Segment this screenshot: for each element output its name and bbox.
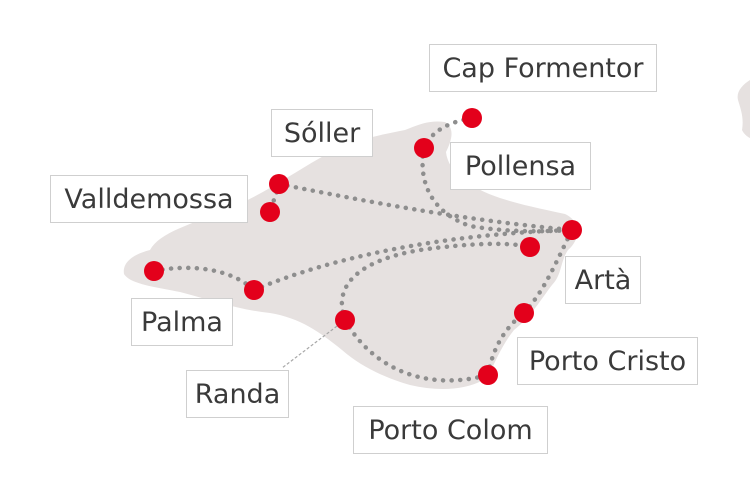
route-soller-arta bbox=[276, 181, 575, 233]
routes bbox=[151, 115, 575, 383]
randa-leader-line bbox=[281, 319, 346, 369]
marker-pollensa[interactable] bbox=[414, 138, 434, 158]
marker-cap-formentor[interactable] bbox=[462, 108, 482, 128]
label-valldemossa[interactable]: Valldemossa bbox=[50, 175, 248, 223]
route-pollensa-south bbox=[420, 145, 575, 234]
marker-porto-colom[interactable] bbox=[478, 365, 498, 385]
label-randa[interactable]: Randa bbox=[186, 370, 289, 418]
label-cap-formentor-text: Cap Formentor bbox=[442, 52, 644, 84]
menorca-island-edge bbox=[737, 80, 750, 138]
label-cap-formentor[interactable]: Cap Formentor bbox=[429, 44, 657, 92]
label-palma-text: Palma bbox=[141, 306, 223, 338]
label-porto-cristo-text: Porto Cristo bbox=[528, 345, 687, 377]
marker-palma-west[interactable] bbox=[144, 261, 164, 281]
label-soller[interactable]: Sóller bbox=[271, 109, 373, 157]
route-palma-west bbox=[151, 265, 257, 293]
label-randa-text: Randa bbox=[194, 378, 281, 410]
label-pollensa-text: Pollensa bbox=[464, 150, 577, 182]
marker-arta-east[interactable] bbox=[562, 220, 582, 240]
label-porto-colom[interactable]: Porto Colom bbox=[353, 406, 548, 454]
markers bbox=[144, 108, 582, 385]
route-palma-arta bbox=[251, 227, 575, 293]
marker-arta[interactable] bbox=[520, 237, 540, 257]
marker-porto-cristo[interactable] bbox=[514, 303, 534, 323]
label-pollensa[interactable]: Pollensa bbox=[450, 142, 591, 190]
marker-palma[interactable] bbox=[244, 280, 264, 300]
marker-valldemossa[interactable] bbox=[260, 202, 280, 222]
route-randa-porto-colom bbox=[342, 317, 491, 383]
label-palma[interactable]: Palma bbox=[131, 298, 233, 346]
label-porto-cristo[interactable]: Porto Cristo bbox=[517, 337, 698, 385]
marker-soller[interactable] bbox=[269, 174, 289, 194]
label-arta[interactable]: Artà bbox=[565, 256, 641, 304]
route-randa-arta bbox=[339, 241, 533, 323]
label-porto-colom-text: Porto Colom bbox=[368, 414, 533, 446]
marker-randa[interactable] bbox=[335, 310, 355, 330]
label-soller-text: Sóller bbox=[283, 117, 361, 149]
label-arta-text: Artà bbox=[574, 264, 632, 296]
label-valldemossa-text: Valldemossa bbox=[64, 183, 234, 215]
